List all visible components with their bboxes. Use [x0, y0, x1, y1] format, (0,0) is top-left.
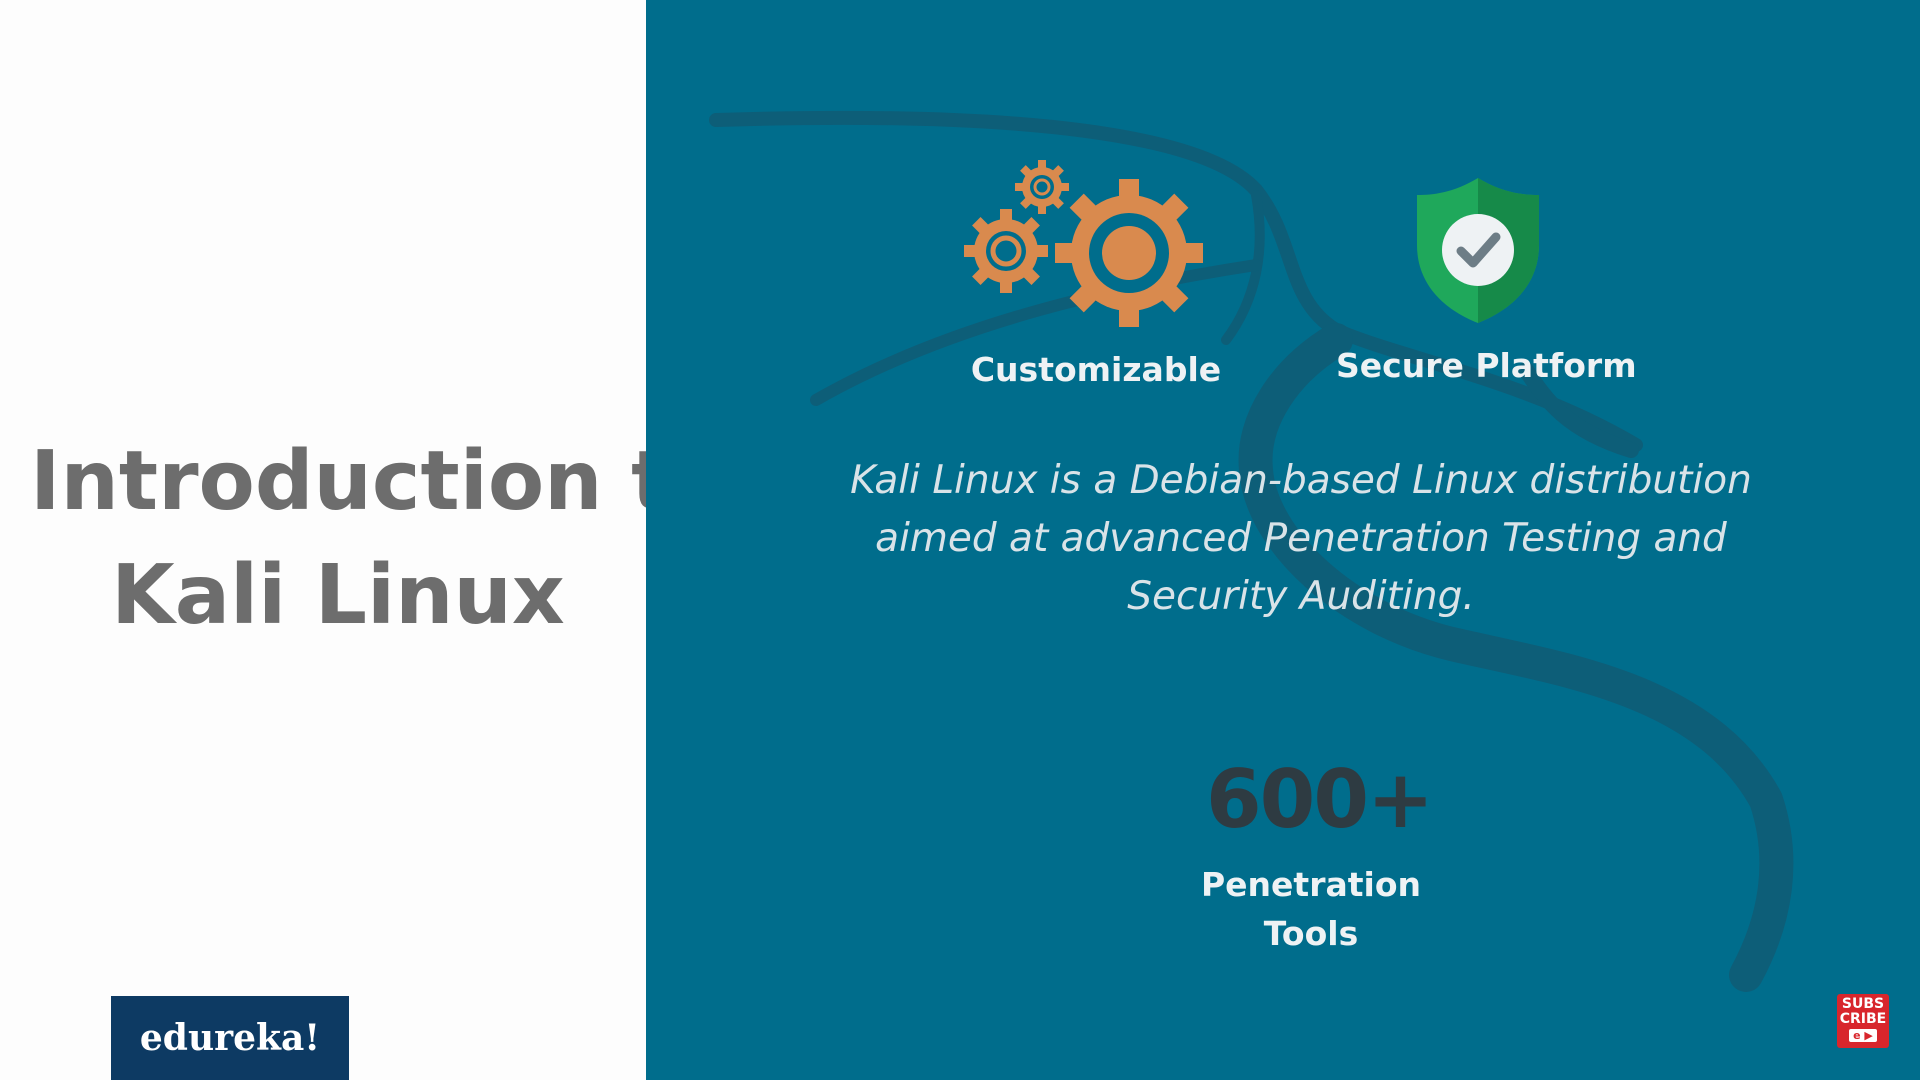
subscribe-line-2: CRIBE: [1839, 1011, 1887, 1027]
tools-label-line-2: Tools: [1263, 914, 1359, 953]
description-line-3: Security Auditing.: [1127, 574, 1475, 619]
edureka-logo[interactable]: edureka!: [111, 996, 349, 1080]
description-line-1: Kali Linux is a Debian-based Linux distr…: [850, 458, 1752, 503]
gears-icon: [964, 160, 1203, 327]
tools-label: Penetration Tools: [1156, 860, 1466, 958]
tools-label-line-1: Penetration: [1200, 865, 1421, 904]
customizable-label: Customizable: [970, 350, 1222, 389]
description-line-2: aimed at advanced Penetration Testing an…: [875, 516, 1727, 561]
slide-title-line-2: Kali Linux: [111, 548, 565, 643]
slide-title-line-1: Introduction to: [30, 434, 727, 529]
secure-platform-label: Secure Platform: [1336, 346, 1637, 385]
play-icon: e ▶: [1849, 1029, 1877, 1042]
shield-check-icon: [1417, 178, 1539, 323]
edureka-logo-text: edureka!: [139, 1017, 321, 1059]
description-text: Kali Linux is a Debian-based Linux distr…: [796, 452, 1806, 626]
right-panel: Customizable Secure Platform Kali Linux …: [646, 0, 1920, 1080]
slide-title: Introduction to Kali Linux: [30, 425, 727, 653]
kali-dragon-logo: [709, 110, 1794, 992]
tools-count: 600+: [1206, 753, 1434, 846]
left-panel: Introduction to Kali Linux edureka!: [0, 0, 727, 1080]
subscribe-line-1: SUBS: [1841, 996, 1885, 1012]
subscribe-button[interactable]: SUBS CRIBE e ▶: [1837, 994, 1889, 1048]
